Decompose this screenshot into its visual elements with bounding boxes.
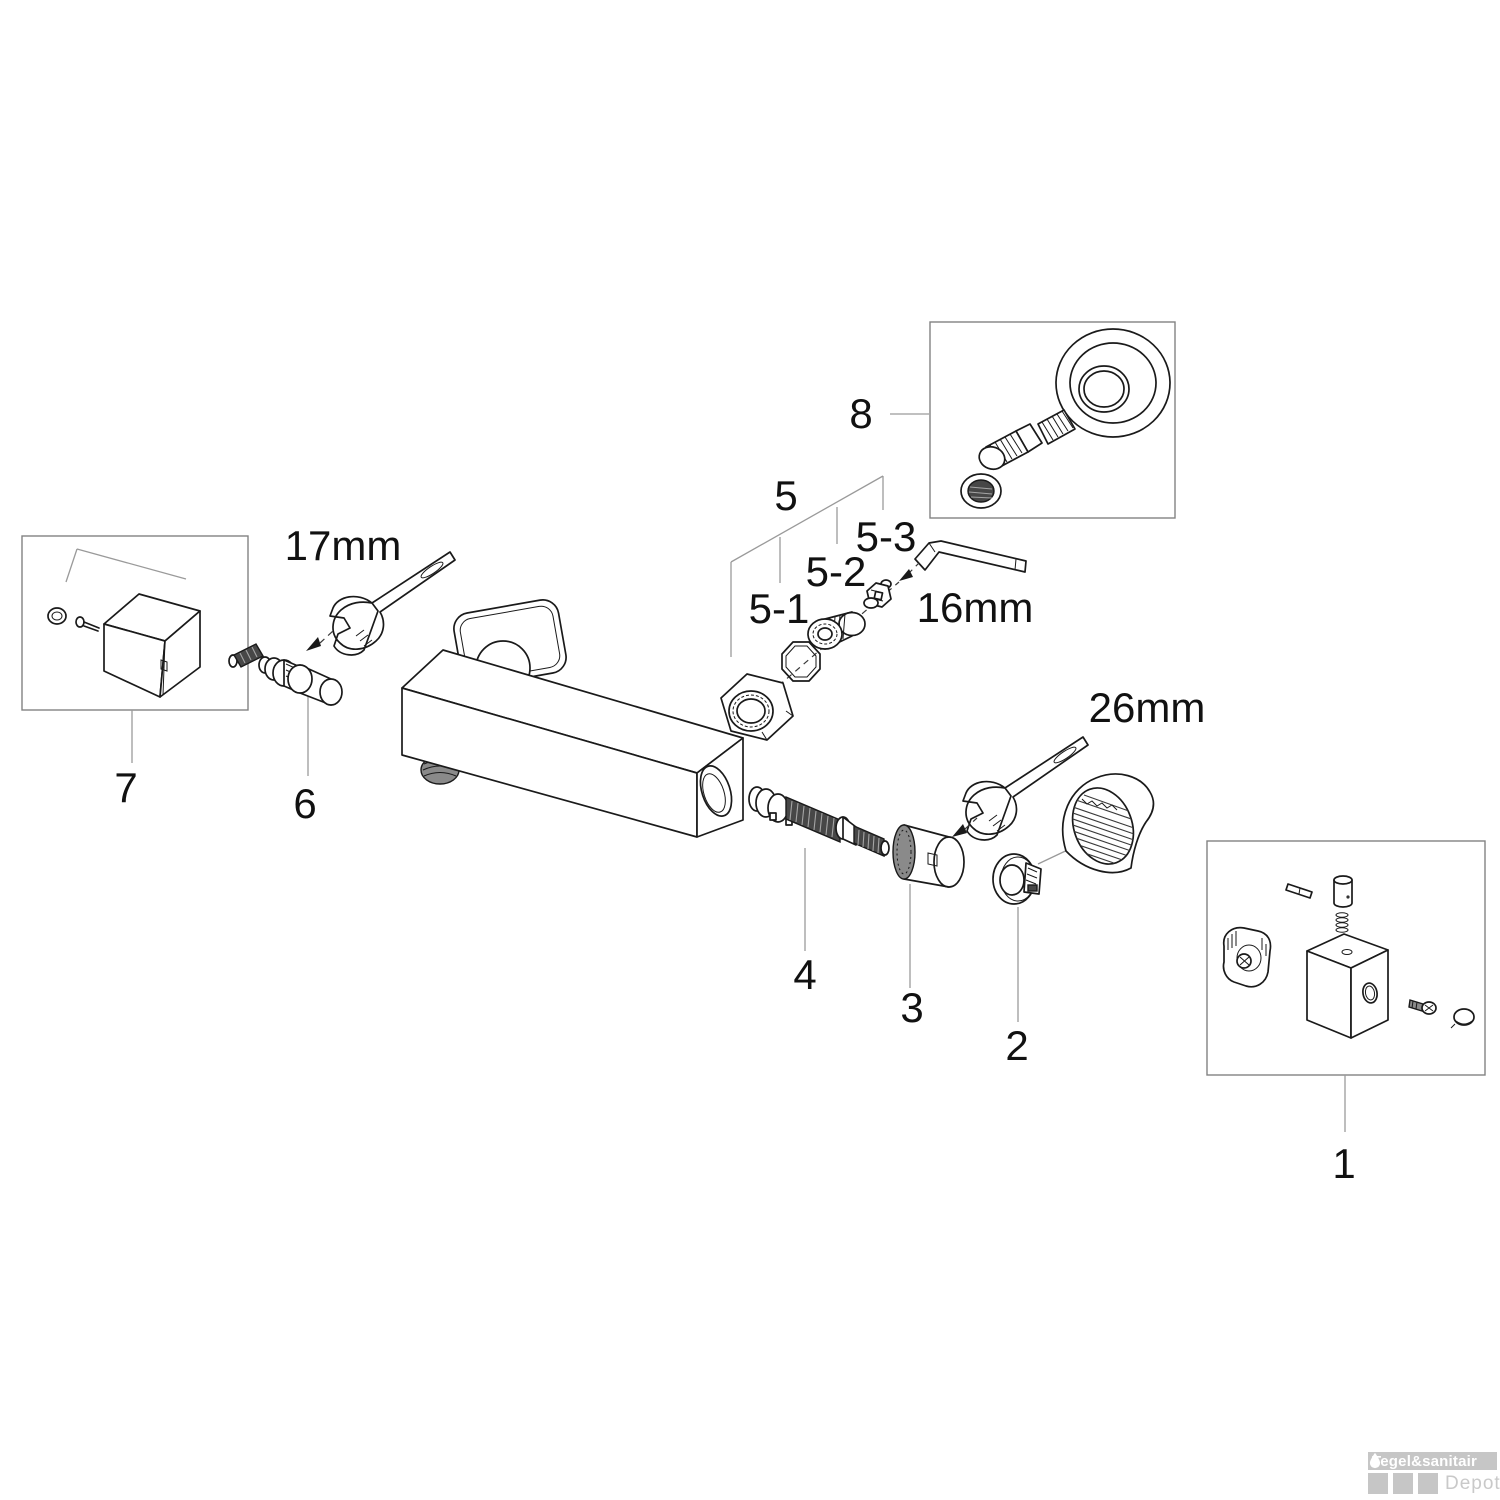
watermark: Tegel&sanitair Depot <box>1368 1452 1500 1494</box>
adapter-5-2 <box>807 611 866 650</box>
hexkey-16mm-label: 16mm <box>916 584 1034 631</box>
part-4-label: 4 <box>793 951 817 998</box>
cap-3 <box>892 824 965 888</box>
screw <box>75 616 85 628</box>
watermark-square <box>1418 1473 1438 1494</box>
droplet-icon <box>1369 1452 1381 1469</box>
part-7-label: 7 <box>114 764 138 811</box>
part-5-3-label: 5-3 <box>855 513 917 560</box>
part-5-2-label: 5-2 <box>805 548 867 595</box>
wrench-26mm-label: 26mm <box>1088 684 1206 731</box>
screw <box>1408 999 1437 1015</box>
check-valve-5-3 <box>863 579 892 609</box>
detail-box-7 <box>21 535 249 711</box>
ring-2 <box>992 853 1042 905</box>
part-5-1-label: 5-1 <box>748 585 810 632</box>
handle-cover-7 <box>47 593 201 698</box>
arrow-17mm <box>306 637 321 651</box>
arrow-dash <box>964 817 978 830</box>
part-3-label: 3 <box>900 984 924 1031</box>
part-5-label: 5 <box>774 472 798 519</box>
watermark-square <box>1393 1473 1413 1494</box>
arrow-dash <box>319 629 335 644</box>
cap <box>1450 1008 1475 1029</box>
hex-key-16mm <box>914 540 1027 573</box>
part-1-label: 1 <box>1332 1140 1356 1187</box>
escutcheon-ring-8 <box>1055 328 1171 438</box>
wrench-17mm-label: 17mm <box>284 522 402 569</box>
detail-box-8 <box>929 321 1176 519</box>
aerator-nipple-8 <box>978 409 1076 471</box>
detail-box-1 <box>1206 840 1486 1076</box>
faucet-body <box>401 649 744 838</box>
watermark-brand: Tegel&sanitair <box>1368 1452 1497 1470</box>
part-6-label: 6 <box>293 780 317 827</box>
wrench-17mm <box>329 551 456 656</box>
cube <box>1306 933 1389 1039</box>
cartridge-4 <box>748 786 890 858</box>
cylinder <box>1333 875 1353 908</box>
watermark-droplet-square <box>1368 1452 1388 1494</box>
union-nut-5-1 <box>720 673 794 741</box>
filter-mesh-8 <box>960 473 1002 509</box>
handle-grip <box>1061 773 1155 874</box>
part-2-label: 2 <box>1005 1022 1029 1069</box>
gasket <box>781 641 821 682</box>
leader-lines <box>65 413 1346 1132</box>
arrow-26mm <box>952 824 967 837</box>
spring <box>1335 912 1349 933</box>
handle-cube-kit-1 <box>1222 875 1475 1039</box>
part-8-label: 8 <box>849 390 873 437</box>
cartridge-6 <box>228 643 343 706</box>
arrow-16mm <box>899 569 913 581</box>
watermark-sub: Depot <box>1445 1472 1500 1494</box>
